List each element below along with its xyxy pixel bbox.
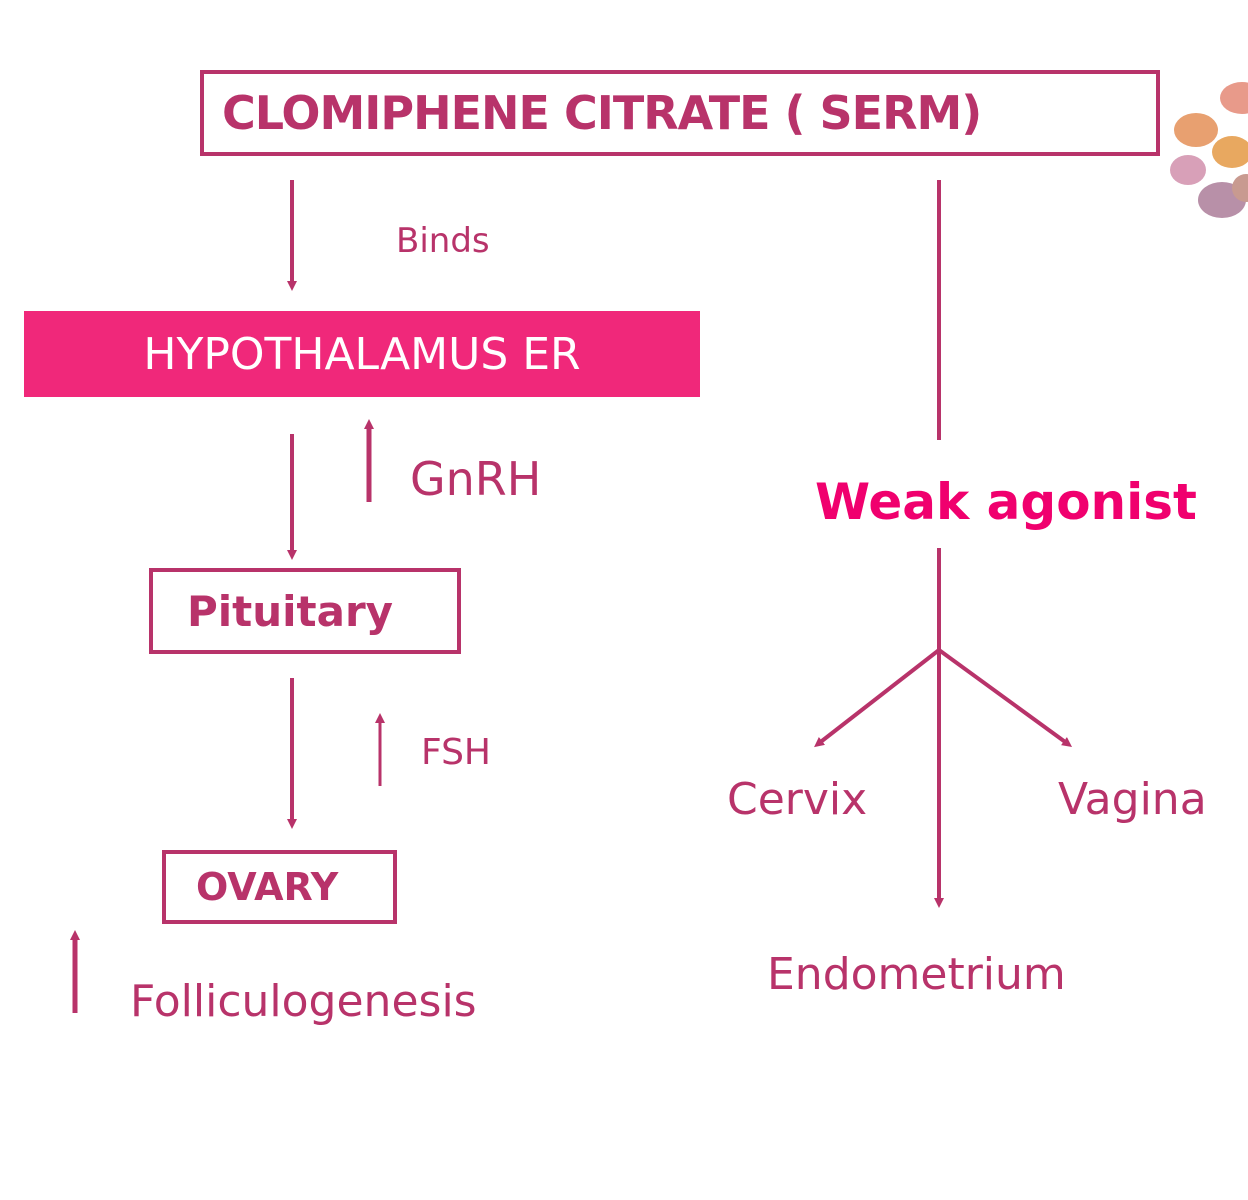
folliculogenesis-label: Folliculogenesis <box>130 976 477 1027</box>
drug-node: CLOMIPHENE CITRATE ( SERM) <box>200 70 1160 156</box>
fsh-label: FSH <box>421 732 491 773</box>
endometrium-label: Endometrium <box>767 949 1066 1000</box>
arrow-to-vagina <box>937 648 1073 747</box>
ovary-node: OVARY <box>162 850 397 924</box>
weak-agonist-label: Weak agonist <box>815 473 1197 531</box>
binds-label: Binds <box>396 221 490 261</box>
hypothalamus-node: HYPOTHALAMUS ER <box>24 311 700 397</box>
pituitary-node-label: Pituitary <box>187 586 394 636</box>
pituitary-node: Pituitary <box>149 568 461 654</box>
pills-decoration <box>1170 82 1248 218</box>
gnrh-label: GnRH <box>410 452 542 506</box>
ovary-node-label: OVARY <box>196 865 339 909</box>
hypothalamus-node-label: HYPOTHALAMUS ER <box>143 328 581 380</box>
cervix-label: Cervix <box>727 774 868 825</box>
drug-node-label: CLOMIPHENE CITRATE ( SERM) <box>222 86 982 140</box>
arrow-to-cervix <box>814 648 941 748</box>
vagina-label: Vagina <box>1058 774 1207 825</box>
